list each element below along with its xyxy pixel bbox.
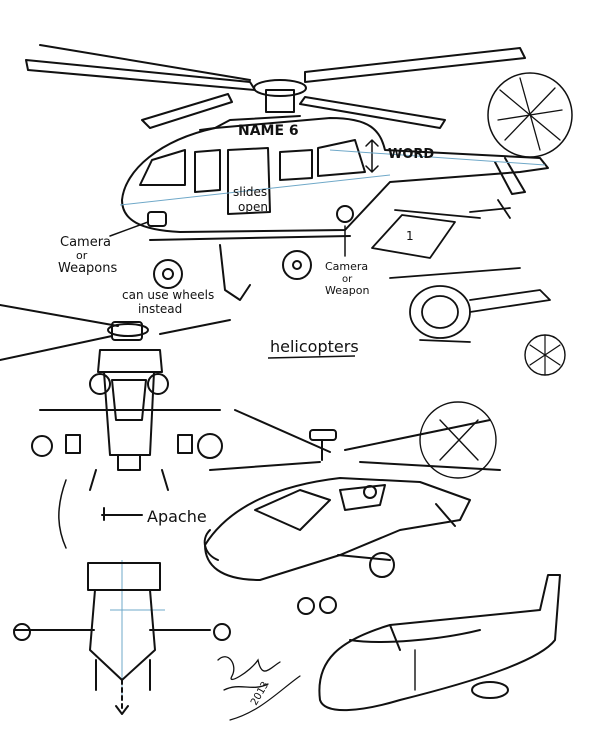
camera-left-label-line3: Weapons	[58, 261, 118, 276]
apache-three-quarter-view	[203, 401, 501, 615]
camera-left-label-line1: Camera	[60, 235, 111, 250]
camera-left-label-line2: or	[76, 249, 88, 262]
small-number-label: 1	[406, 229, 414, 243]
apache-label: Apache	[147, 507, 207, 526]
word-label: WORD	[388, 147, 434, 162]
camera-right-label-line1: Camera	[325, 260, 368, 273]
slides-label-line1: slides	[233, 185, 267, 199]
top-helicopter-sketch	[25, 44, 573, 301]
name-plate-label: NAME 6	[238, 123, 299, 139]
slides-label-line2: open	[238, 200, 268, 214]
apache-top-view	[13, 479, 231, 715]
wheels-label-line1: can use wheels	[122, 288, 214, 302]
camera-right-label-line3: Weapon	[325, 284, 369, 297]
apache-front-view	[0, 304, 231, 491]
artist-signature	[217, 656, 281, 691]
wheels-label-line2: instead	[138, 302, 182, 316]
guide-lines	[110, 149, 546, 700]
camera-right-label-line2: or	[342, 274, 353, 285]
helicopters-underline	[267, 355, 356, 359]
body-perspective-sketch	[229, 574, 561, 721]
small-helicopter-sketches	[371, 199, 566, 376]
helicopters-title: helicopters	[270, 337, 359, 356]
